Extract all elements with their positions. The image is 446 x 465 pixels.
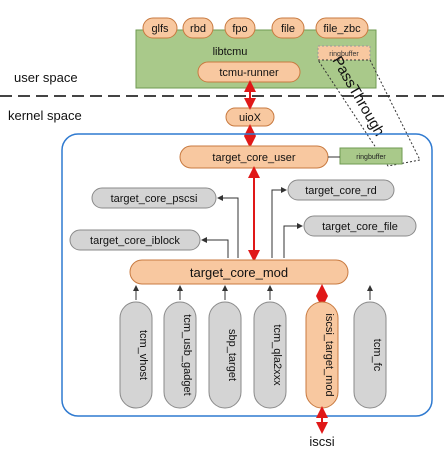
backstore-pscsi: target_core_pscsi <box>91 187 217 209</box>
svg-text:tcm_fc: tcm_fc <box>371 339 383 372</box>
fabric-sbp-target: sbp_target <box>208 301 242 409</box>
ringbuffer-kernel <box>339 147 403 165</box>
plugin-glfs: glfs <box>142 17 178 39</box>
svg-text:file: file <box>281 23 295 35</box>
svg-text:tcm_usb_gadget: tcm_usb_gadget <box>181 314 193 395</box>
connector-file <box>283 223 303 258</box>
svg-text:sbp_target: sbp_target <box>226 329 238 381</box>
connector-rd <box>271 187 287 258</box>
backstore-file: target_core_file <box>303 215 417 237</box>
svg-text:tcmu-runner: tcmu-runner <box>219 67 279 79</box>
connector-iblock <box>201 237 229 258</box>
svg-text:tcm_vhost: tcm_vhost <box>137 330 149 380</box>
svg-text:uioX: uioX <box>239 112 262 124</box>
fabric-iscsi-target-mod: iscsi_target_mod <box>305 301 339 409</box>
svg-text:target_core_mod: target_core_mod <box>190 265 288 280</box>
plugin-fpo: fpo <box>224 17 256 39</box>
svg-text:tcm_qla2xxx: tcm_qla2xxx <box>271 324 283 386</box>
fabric-tcm-fc: tcm_fc <box>353 301 387 409</box>
plugin-file-zbc: file_zbc <box>315 17 369 39</box>
plugin-file: file <box>271 17 305 39</box>
libtcmu-label: libtcmu <box>213 46 248 58</box>
connector-pscsi <box>217 195 239 258</box>
svg-text:target_core_user: target_core_user <box>212 152 295 164</box>
uiox-node: uioX <box>225 107 275 127</box>
target-core-user-node: target_core_user <box>179 145 329 169</box>
target-core-mod-node: target_core_mod <box>129 259 349 285</box>
svg-text:file_zbc: file_zbc <box>323 23 361 35</box>
fabric-tcm-usb-gadget: tcm_usb_gadget <box>163 301 197 409</box>
svg-text:fpo: fpo <box>232 23 247 35</box>
svg-text:target_core_iblock: target_core_iblock <box>90 235 180 247</box>
tcmu-runner-node: tcmu-runner <box>197 61 301 83</box>
backstore-iblock: target_core_iblock <box>69 229 201 251</box>
svg-text:target_core_file: target_core_file <box>322 221 398 233</box>
fabric-tcm-vhost: tcm_vhost <box>119 301 153 409</box>
fabric-tcm-qla2xxx: tcm_qla2xxx <box>253 301 287 409</box>
svg-text:glfs: glfs <box>151 23 169 35</box>
user-space-label: user space <box>14 70 78 85</box>
kernel-box <box>61 133 433 417</box>
svg-text:rbd: rbd <box>190 23 206 35</box>
svg-text:iscsi_target_mod: iscsi_target_mod <box>323 313 335 396</box>
kernel-space-label: kernel space <box>8 108 82 123</box>
iscsi-label: iscsi <box>309 434 334 449</box>
svg-text:target_core_rd: target_core_rd <box>305 185 377 197</box>
svg-text:target_core_pscsi: target_core_pscsi <box>111 193 198 205</box>
backstore-rd: target_core_rd <box>287 179 395 201</box>
svg-text:ringbuffer: ringbuffer <box>329 51 359 58</box>
plugin-rbd: rbd <box>182 17 214 39</box>
svg-text:ringbuffer: ringbuffer <box>356 154 386 161</box>
